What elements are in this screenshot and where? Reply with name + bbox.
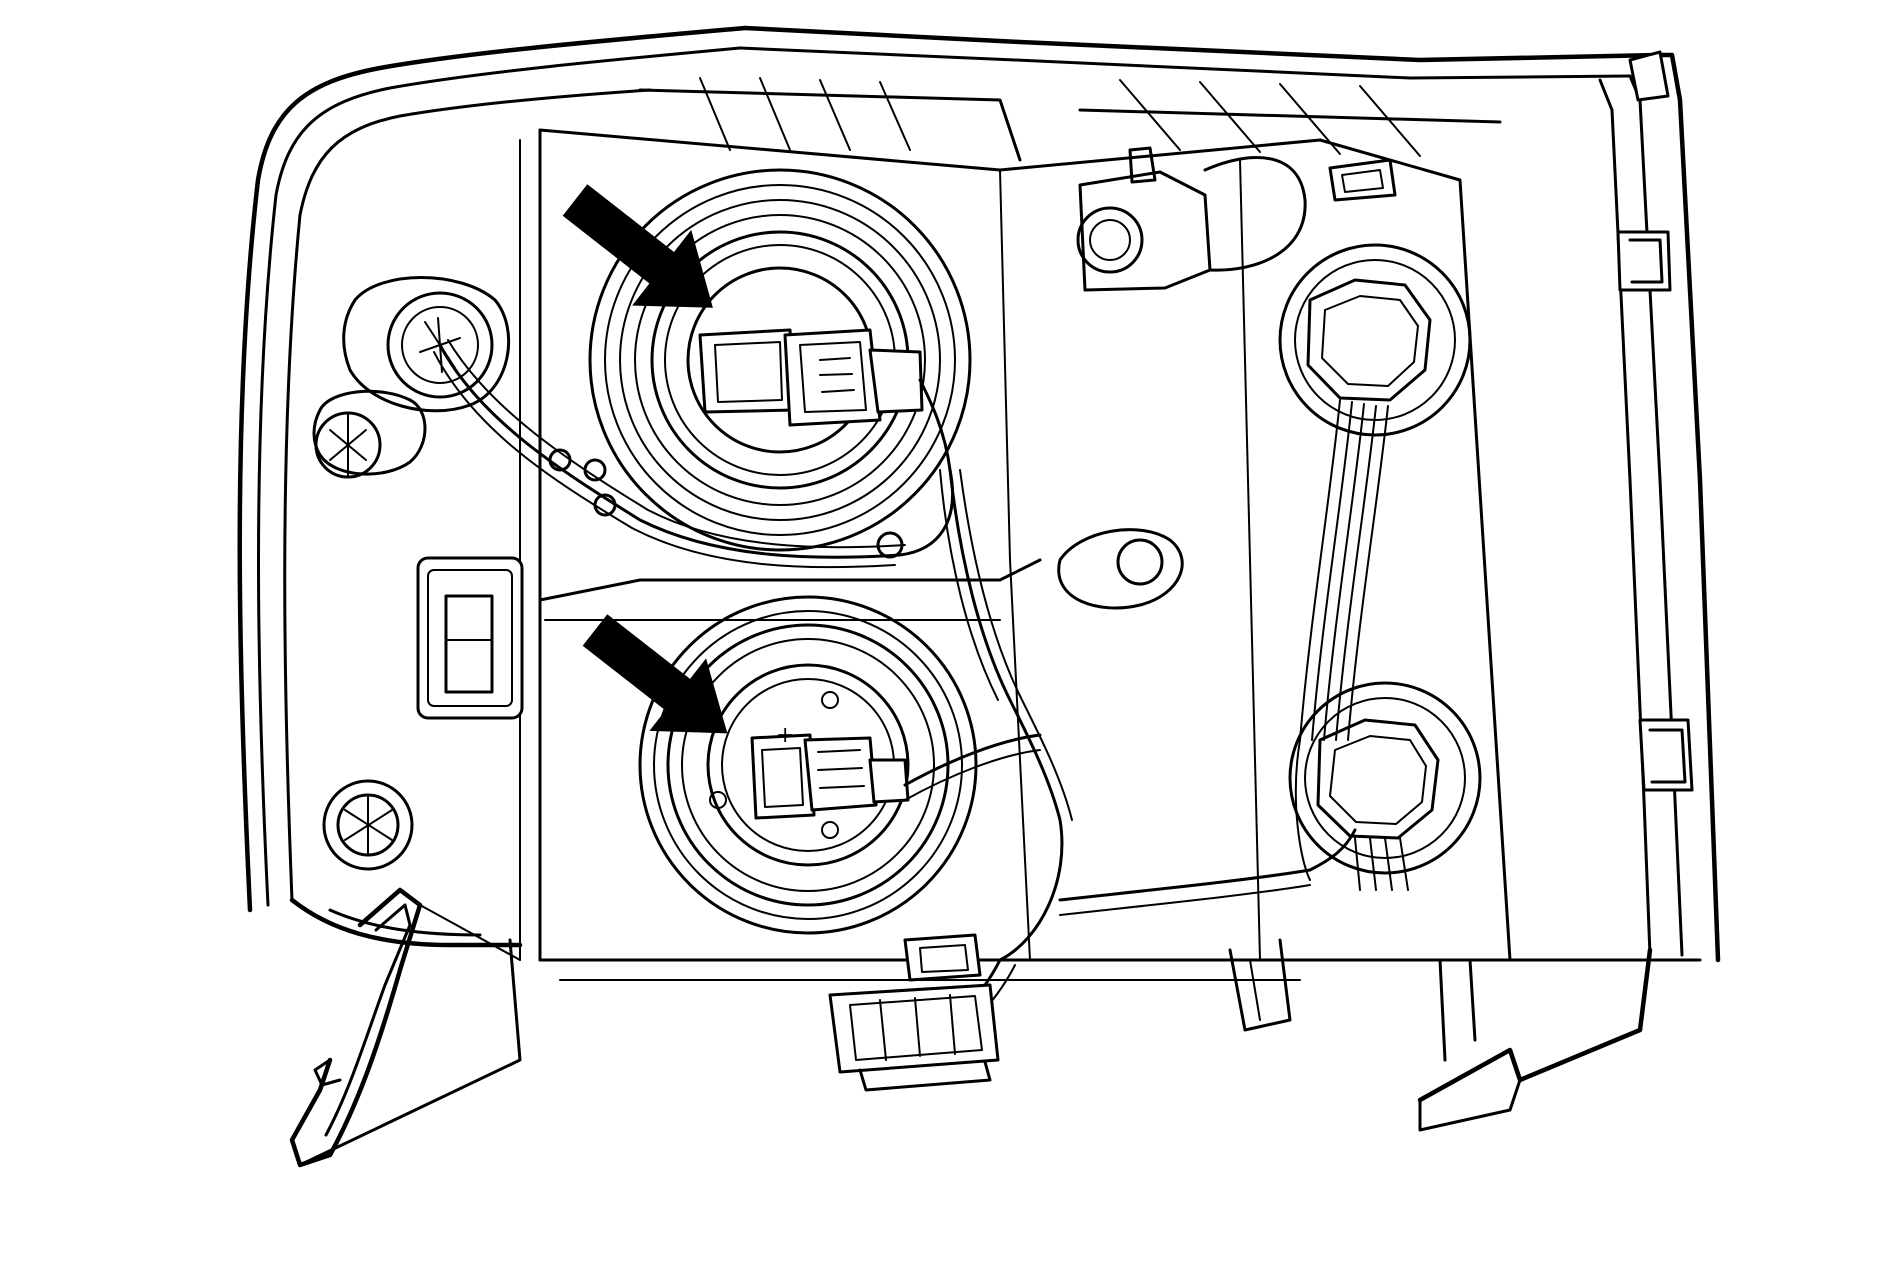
arrow-icon <box>582 614 728 734</box>
mounting-tab-lower <box>1638 718 1694 792</box>
side-marker-socket <box>342 276 511 413</box>
top-center-socket <box>1076 146 1307 292</box>
upper-clip <box>1328 158 1397 202</box>
leveling-switch <box>416 556 524 720</box>
adjuster-screw-upper <box>312 389 427 479</box>
lower-signal-socket <box>1288 681 1482 875</box>
polarity-mark: + <box>776 723 794 748</box>
arrow-icon <box>562 184 713 308</box>
lower-bulb-connector <box>803 736 878 812</box>
back-panel <box>519 77 1702 981</box>
upper-lamp-socket <box>588 168 972 552</box>
mounting-boss <box>1057 528 1184 610</box>
main-harness-connector <box>828 933 1000 1092</box>
housing-outline <box>237 25 1721 963</box>
lower-left-mount <box>289 887 522 1168</box>
mounting-tab-upper <box>1616 230 1672 292</box>
adjuster-screw-lower <box>322 779 414 871</box>
upper-bulb-connector <box>783 328 882 427</box>
lower-right-mount <box>1228 938 1653 1132</box>
wiring-harness <box>433 339 1409 1021</box>
lower-lamp-socket <box>638 595 978 935</box>
